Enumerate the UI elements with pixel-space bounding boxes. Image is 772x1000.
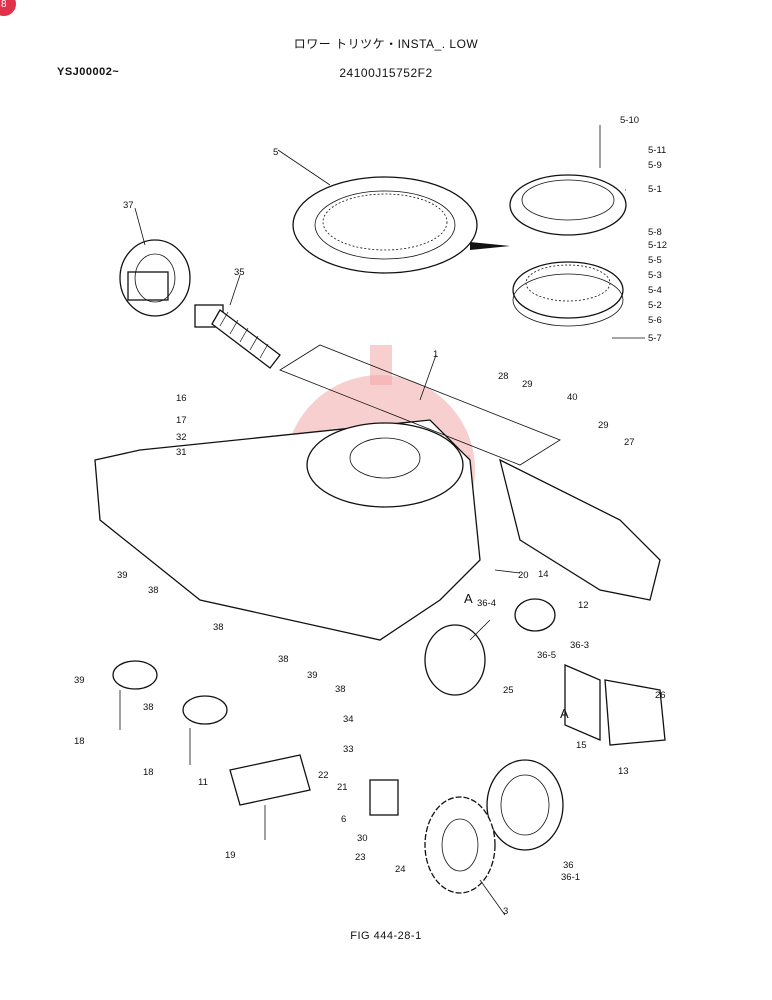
callout-3: 3: [503, 906, 508, 917]
callout-16: 16: [176, 393, 187, 404]
callout-5-10: 5-10: [620, 115, 639, 126]
callout-5-1: 5-1: [648, 184, 662, 195]
callout-A2: A: [560, 706, 569, 721]
page-title: ロワー トリツケ・INSTA_. LOW: [293, 37, 479, 51]
callout-18b: 18: [143, 767, 154, 778]
callout-A1: A: [464, 591, 473, 606]
callout-5-12: 5-12: [648, 240, 667, 251]
callout-36-4: 36-4: [477, 598, 496, 609]
callout-25: 25: [503, 685, 514, 696]
callout-38b: 38: [213, 622, 224, 633]
callout-34: 34: [343, 714, 354, 725]
callout-38e: 38: [143, 702, 154, 713]
swivel-joint: [369, 779, 399, 816]
final-drive-motor: [486, 759, 564, 851]
callout-24: 24: [395, 864, 406, 875]
callout-32: 32: [176, 432, 187, 443]
callout-38a: 38: [148, 585, 159, 596]
callout-5-7: 5-7: [648, 333, 662, 344]
callout-29a: 29: [522, 379, 533, 390]
recoil-spring: [194, 304, 281, 369]
callout-22: 22: [318, 770, 329, 781]
callout-31: 31: [176, 447, 187, 458]
swing-bearing-assembly: [509, 125, 627, 327]
page-badge: 8: [0, 0, 16, 16]
serial-range: YSJ00002~: [57, 66, 120, 78]
direction-arrow: [470, 242, 510, 250]
callout-labels: 5-10 5-11 5-9 5-1 5-8 5-12 5-5 5-3 5-4 5-2 5-6 5-7 5…: [74, 115, 667, 917]
callout-5-6: 5-6: [648, 315, 662, 326]
callout-27: 27: [624, 437, 635, 448]
callout-35: 35: [234, 267, 245, 278]
callout-33: 33: [343, 744, 354, 755]
lower-track-frame: [94, 344, 661, 696]
callout-13: 13: [618, 766, 629, 777]
callout-5-9: 5-9: [648, 160, 662, 171]
callout-5-2: 5-2: [648, 300, 662, 311]
swing-ring-gear: [292, 176, 478, 274]
callout-12: 12: [578, 600, 589, 611]
callout-20: 20: [518, 570, 529, 581]
callout-6: 6: [341, 814, 346, 825]
front-idler: [119, 239, 191, 317]
cover-plate-15: [564, 664, 666, 746]
callout-36-1: 36-1: [561, 872, 580, 883]
callout-39c: 39: [74, 675, 85, 686]
callout-26: 26: [655, 690, 666, 701]
callout-36-3: 36-3: [570, 640, 589, 651]
track-rollers: [112, 660, 228, 765]
callout-40: 40: [567, 392, 578, 403]
callout-30: 30: [357, 833, 368, 844]
callout-14: 14: [538, 569, 549, 580]
callout-5-11: 5-11: [648, 145, 666, 156]
figure-number: FIG 444-28-1: [350, 930, 422, 942]
callout-18a: 18: [74, 736, 85, 747]
callout-5-5: 5-5: [648, 255, 662, 266]
callout-15: 15: [576, 740, 587, 751]
leader-lines: [134, 149, 645, 916]
rotary-joint-36-5: [514, 598, 556, 632]
callout-1: 1: [433, 349, 438, 360]
callout-5-4: 5-4: [648, 285, 662, 296]
callout-5-8: 5-8: [648, 227, 662, 238]
guard-bracket: [229, 754, 311, 840]
callout-37: 37: [123, 200, 134, 211]
callout-36: 36: [563, 860, 574, 871]
callout-11: 11: [198, 777, 208, 788]
callout-5-3: 5-3: [648, 270, 662, 281]
callout-19: 19: [225, 850, 236, 861]
callout-29b: 29: [598, 420, 609, 431]
callout-28: 28: [498, 371, 509, 382]
callout-38c: 38: [278, 654, 289, 665]
callout-17: 17: [176, 415, 187, 426]
callout-36-5: 36-5: [537, 650, 556, 661]
callout-39b: 39: [307, 670, 318, 681]
callout-21: 21: [337, 782, 348, 793]
callout-39a: 39: [117, 570, 128, 581]
callout-38d: 38: [335, 684, 346, 695]
callout-23: 23: [355, 852, 366, 863]
callout-5: 5: [273, 147, 278, 158]
page-badge-number: 8: [1, 0, 7, 10]
part-number: 24100J15752F2: [339, 66, 433, 80]
sprocket: [424, 796, 496, 894]
